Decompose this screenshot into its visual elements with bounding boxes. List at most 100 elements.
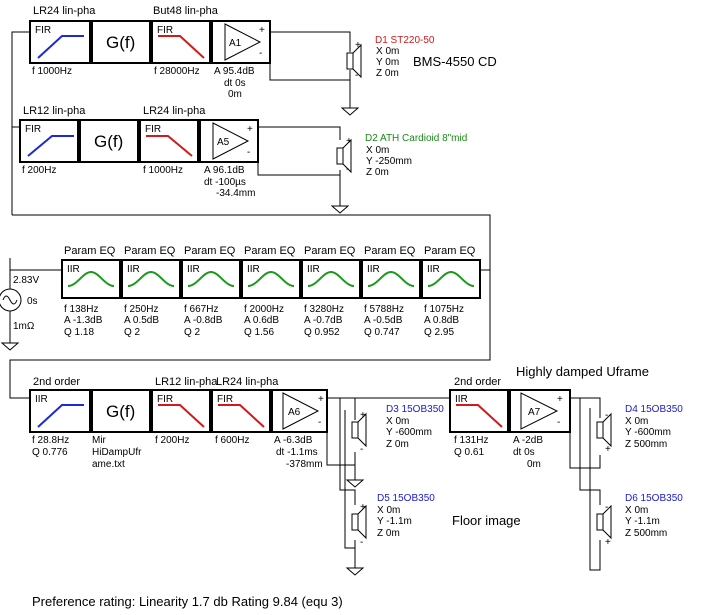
svg-text:Y -250mm: Y -250mm <box>366 156 412 167</box>
svg-text:-: - <box>557 417 560 428</box>
svg-text:dt -100µs: dt -100µs <box>204 177 246 188</box>
lowpass-curve <box>218 404 265 428</box>
eq-q: Q 0.747 <box>364 327 400 338</box>
iir1-block[interactable]: IIR <box>29 389 91 433</box>
iir-tag: IIR <box>67 264 80 275</box>
svg-text:FIR: FIR <box>217 394 233 405</box>
amp-a7[interactable]: A7 + - <box>509 389 571 433</box>
ground-icon <box>331 197 349 214</box>
svg-text:-: - <box>360 537 363 548</box>
footer-rating: Preference rating: Linearity 1.7 db Rati… <box>32 594 343 609</box>
svg-text:FIR: FIR <box>145 124 161 135</box>
fir1-block[interactable]: FIR <box>29 20 91 64</box>
floor-image-label: Floor image <box>452 513 521 528</box>
fir-tag: FIR <box>35 25 51 36</box>
svg-text:D2 ATH Cardioid 8"mid: D2 ATH Cardioid 8"mid <box>365 133 467 144</box>
eq-title: Param EQ <box>184 245 236 257</box>
eq-gain: A -1.3dB <box>64 315 103 326</box>
svg-text:-: - <box>605 502 608 513</box>
iir-tag: IIR <box>247 264 260 275</box>
svg-text:f 200Hz: f 200Hz <box>155 435 189 446</box>
svg-text:A1: A1 <box>229 38 242 49</box>
svg-text:0m: 0m <box>527 459 541 470</box>
svg-text:f 1000Hz: f 1000Hz <box>143 165 183 176</box>
peak-curve <box>127 270 175 287</box>
row1-chain: LR24 lin-pha FIR f 1000Hz G(f) But48 lin… <box>29 5 497 116</box>
svg-text:-: - <box>605 410 608 421</box>
fir1-block[interactable]: FIR <box>19 119 79 163</box>
svg-text:+: + <box>360 410 366 421</box>
iir-tag: IIR <box>367 264 380 275</box>
fir2-block[interactable]: FIR <box>151 20 211 64</box>
svg-text:LR24 lin-pha: LR24 lin-pha <box>143 105 206 117</box>
fir1-title: LR24 lin-pha <box>33 5 96 17</box>
voltage-source[interactable] <box>0 270 22 320</box>
svg-text:A -6.3dB: A -6.3dB <box>274 435 313 446</box>
svg-text:2nd order: 2nd order <box>33 376 80 388</box>
gf1-block[interactable]: G(f) <box>91 20 151 64</box>
ground-icon <box>346 559 364 576</box>
svg-text:dt 0s: dt 0s <box>513 447 535 458</box>
driver-d4[interactable]: - + <box>596 410 612 455</box>
eq-gain: A 0.6dB <box>244 315 279 326</box>
eq-q: Q 2 <box>124 327 141 338</box>
svg-text:Z 0m: Z 0m <box>386 439 409 450</box>
lowpass-curve <box>158 404 205 428</box>
svg-text:-: - <box>259 48 262 59</box>
svg-text:-: - <box>318 417 321 428</box>
svg-text:+: + <box>605 444 611 455</box>
fir2-block[interactable]: FIR <box>139 119 199 163</box>
highpass-curve <box>37 404 84 428</box>
svg-text:LR12 lin-pha: LR12 lin-pha <box>23 105 86 117</box>
gf-block[interactable]: G(f) <box>91 389 151 433</box>
driver-d3[interactable]: + - <box>351 410 367 455</box>
svg-text:LR12 lin-pha: LR12 lin-pha <box>155 376 218 388</box>
source-time: 0s <box>27 296 38 307</box>
svg-text:X 0m: X 0m <box>377 505 400 516</box>
d1-model: BMS-4550 CD <box>413 54 497 69</box>
svg-text:-: - <box>355 70 358 81</box>
driver-d6[interactable]: - + <box>596 502 612 548</box>
gf-block[interactable]: G(f) <box>79 119 139 163</box>
eq-title: Param EQ <box>124 245 176 257</box>
source-voltage: 2.83V <box>13 275 39 286</box>
svg-text:Z 0m: Z 0m <box>377 528 400 539</box>
svg-text:Z 0m: Z 0m <box>376 68 399 79</box>
fir2-block[interactable]: FIR <box>211 389 271 433</box>
driver-d2[interactable]: + - <box>336 136 352 175</box>
eq-gain: A -0.5dB <box>364 315 403 326</box>
svg-text:G(f): G(f) <box>106 402 135 421</box>
eq-freq: f 667Hz <box>184 304 218 315</box>
svg-text:A6: A6 <box>288 407 301 418</box>
fir2-param: f 28000Hz <box>154 66 200 77</box>
uframe-label: Highly damped Uframe <box>516 364 649 379</box>
iir-tag: IIR <box>187 264 200 275</box>
amp-a1[interactable]: A1 + - <box>211 20 271 64</box>
svg-text:+: + <box>346 136 352 147</box>
svg-text:+: + <box>355 40 361 51</box>
svg-text:-: - <box>346 164 349 175</box>
amp-a5[interactable]: A5 + - <box>199 119 259 163</box>
peak-curve <box>247 270 295 287</box>
svg-text:LR24 lin-pha: LR24 lin-pha <box>216 376 279 388</box>
gf-label: G(f) <box>106 33 135 52</box>
eq-title: Param EQ <box>364 245 416 257</box>
driver-d1[interactable]: + - <box>346 40 362 81</box>
svg-text:A7: A7 <box>528 407 541 418</box>
iir2-block[interactable]: IIR <box>449 389 509 433</box>
svg-text:A -2dB: A -2dB <box>513 435 543 446</box>
svg-text:Q 0.61: Q 0.61 <box>454 447 484 458</box>
driver-d5[interactable]: + - <box>351 502 367 548</box>
amp-a6[interactable]: A6 + - <box>271 389 328 433</box>
svg-text:IIR: IIR <box>455 394 468 405</box>
eq-freq: f 138Hz <box>64 304 98 315</box>
fir1-block[interactable]: FIR <box>151 389 211 433</box>
